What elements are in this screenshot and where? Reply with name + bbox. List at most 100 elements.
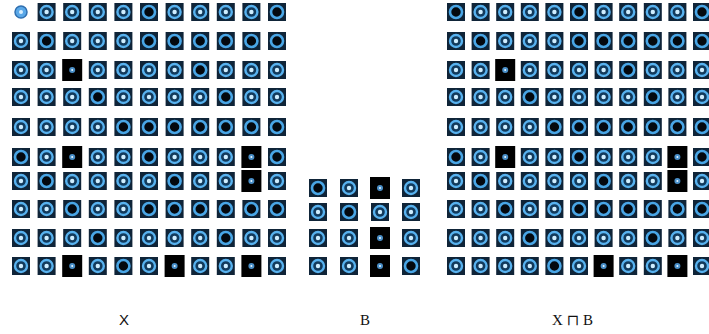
pixel-icon <box>402 229 420 247</box>
pixel-icon <box>241 170 261 192</box>
pixel-icon <box>38 172 56 190</box>
pixel-icon <box>472 88 490 106</box>
pixel-icon <box>693 3 709 21</box>
pixel-icon <box>242 200 260 218</box>
pixel-icon <box>114 61 132 79</box>
pixel-icon <box>595 88 613 106</box>
pixel-icon <box>693 61 709 79</box>
pixel-icon <box>63 172 81 190</box>
pixel-icon <box>644 118 662 136</box>
pixel-icon <box>12 257 30 275</box>
pixel-icon <box>191 148 209 166</box>
pixel-icon <box>545 257 563 275</box>
pixel-icon <box>217 148 235 166</box>
pixel-icon <box>114 148 132 166</box>
pixel-icon <box>668 88 686 106</box>
pixel-icon <box>241 255 261 277</box>
pixel-icon <box>595 118 613 136</box>
pixel-icon <box>402 203 420 221</box>
pixel-icon <box>595 229 613 247</box>
pixel-icon <box>402 179 420 197</box>
pixel-icon <box>38 200 56 218</box>
pixel-icon <box>217 61 235 79</box>
pixel-icon <box>140 148 158 166</box>
pixel-icon <box>521 172 539 190</box>
x-grid <box>12 3 286 277</box>
pixel-icon <box>447 61 465 79</box>
pixel-icon <box>570 172 588 190</box>
pixel-icon <box>63 32 81 50</box>
pixel-icon <box>644 3 662 21</box>
pixel-icon <box>140 200 158 218</box>
pixel-icon <box>15 6 27 18</box>
pixel-icon <box>191 257 209 275</box>
pixel-icon <box>521 32 539 50</box>
pixel-icon <box>12 88 30 106</box>
pixel-icon <box>570 118 588 136</box>
pixel-icon <box>191 88 209 106</box>
pixel-icon <box>140 3 158 21</box>
pixel-icon <box>38 229 56 247</box>
pixel-icon <box>595 61 613 79</box>
pixel-icon <box>496 172 514 190</box>
pixel-icon <box>496 229 514 247</box>
pixel-icon <box>521 88 539 106</box>
pixel-icon <box>644 229 662 247</box>
pixel-icon <box>140 88 158 106</box>
pixel-icon <box>340 229 358 247</box>
pixel-icon <box>496 88 514 106</box>
pixel-icon <box>693 229 709 247</box>
pixel-icon <box>402 257 420 275</box>
pixel-icon <box>309 229 327 247</box>
pixel-icon <box>693 257 709 275</box>
pixel-icon <box>309 179 327 197</box>
pixel-icon <box>191 61 209 79</box>
pixel-icon <box>644 61 662 79</box>
pixel-icon <box>62 59 82 81</box>
pixel-icon <box>63 229 81 247</box>
pixel-icon <box>89 200 107 218</box>
pixel-icon <box>217 257 235 275</box>
pixel-icon <box>619 172 637 190</box>
pixel-icon <box>521 257 539 275</box>
pixel-icon <box>693 200 709 218</box>
pixel-icon <box>242 3 260 21</box>
pixel-icon <box>166 32 184 50</box>
pixel-icon <box>619 148 637 166</box>
pixel-icon <box>89 172 107 190</box>
pixel-icon <box>496 32 514 50</box>
pixel-icon <box>89 229 107 247</box>
pixel-icon <box>545 200 563 218</box>
pixel-icon <box>644 200 662 218</box>
pixel-icon <box>472 61 490 79</box>
pixel-icon <box>496 257 514 275</box>
pixel-icon <box>166 229 184 247</box>
pixel-icon <box>89 118 107 136</box>
pixel-icon <box>619 3 637 21</box>
pixel-icon <box>668 229 686 247</box>
pixel-icon <box>472 32 490 50</box>
pixel-icon <box>668 32 686 50</box>
pixel-icon <box>166 88 184 106</box>
pixel-icon <box>89 61 107 79</box>
pixel-icon <box>217 3 235 21</box>
pixel-icon <box>217 118 235 136</box>
image-label: X <box>119 311 129 329</box>
pixel-icon <box>667 255 687 277</box>
pixel-icon <box>668 200 686 218</box>
pixel-icon <box>89 32 107 50</box>
pixel-icon <box>693 32 709 50</box>
pixel-icon <box>644 148 662 166</box>
pixel-icon <box>595 200 613 218</box>
pixel-icon <box>570 257 588 275</box>
pixel-icon <box>521 200 539 218</box>
pixel-icon <box>191 200 209 218</box>
pixel-icon <box>63 3 81 21</box>
pixel-icon <box>472 229 490 247</box>
pixel-icon <box>545 61 563 79</box>
pixel-icon <box>89 3 107 21</box>
pixel-icon <box>545 229 563 247</box>
pixel-icon <box>140 61 158 79</box>
pixel-icon <box>447 3 465 21</box>
